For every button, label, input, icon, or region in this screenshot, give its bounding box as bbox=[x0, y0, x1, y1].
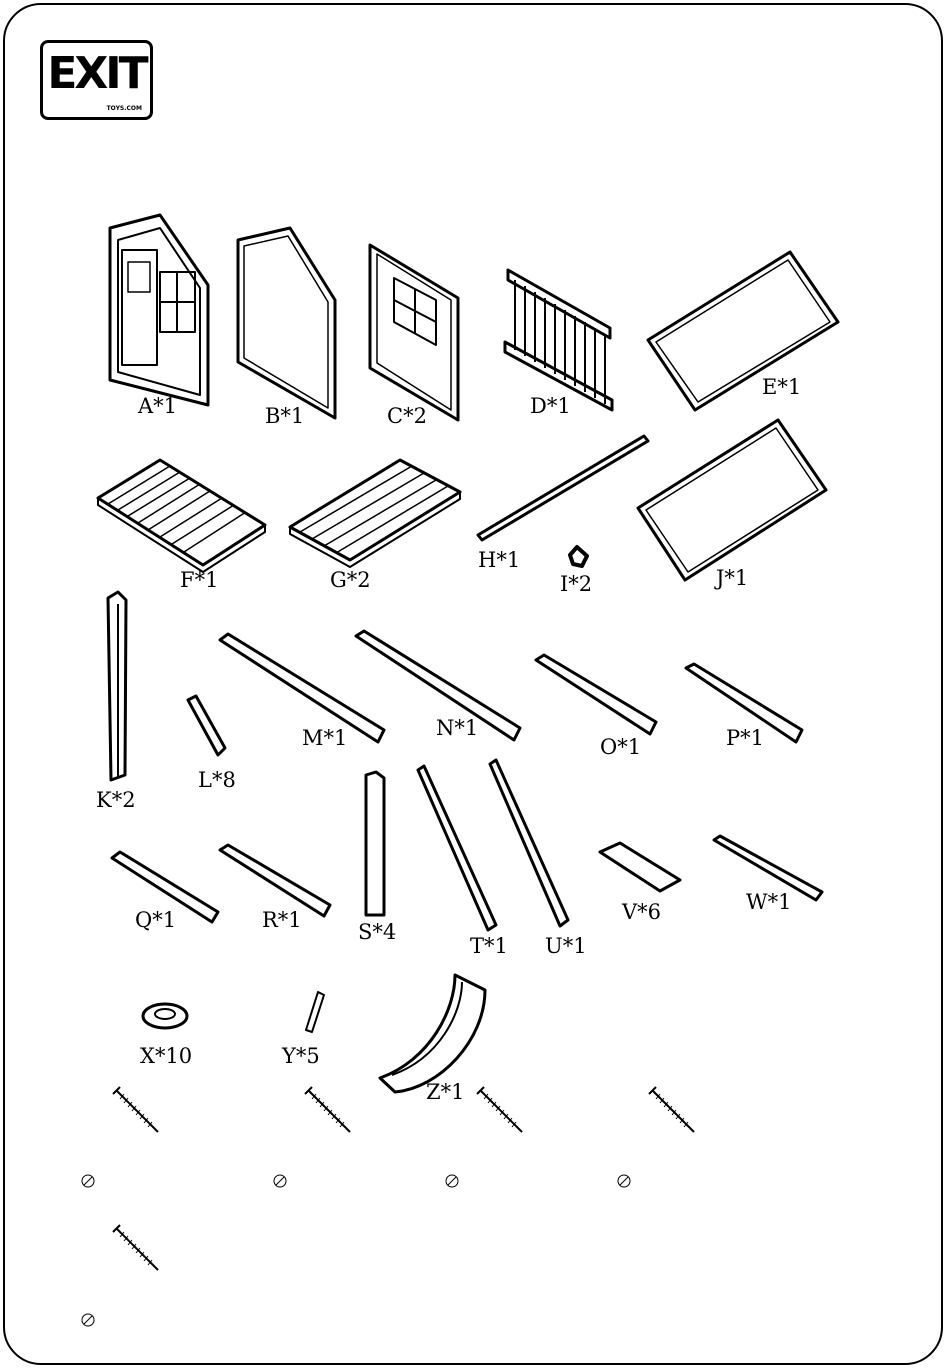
part-k-post bbox=[108, 592, 126, 780]
part-g-floor-section bbox=[290, 460, 460, 567]
screw-icon bbox=[477, 1087, 522, 1132]
label-part-v: V*6 bbox=[622, 900, 661, 924]
label-part-u: U*1 bbox=[545, 934, 587, 958]
label-part-a: A*1 bbox=[138, 394, 177, 418]
part-i-clip bbox=[570, 547, 587, 566]
part-j-roof-panel bbox=[638, 420, 826, 580]
part-t-ladder-side bbox=[418, 766, 496, 930]
part-f-floor bbox=[98, 460, 265, 572]
label-part-h: H*1 bbox=[478, 548, 520, 572]
label-part-c: C*2 bbox=[387, 404, 427, 428]
part-a-front-wall bbox=[110, 215, 208, 405]
screw-icon bbox=[649, 1087, 694, 1132]
part-c-side-wall bbox=[370, 245, 458, 420]
label-part-q: Q*1 bbox=[135, 908, 176, 932]
label-part-k: K*2 bbox=[96, 788, 136, 812]
part-h-long-rail bbox=[478, 436, 648, 540]
screw-head-icon bbox=[618, 1175, 630, 1187]
label-part-r: R*1 bbox=[262, 908, 302, 932]
part-d-railing bbox=[505, 270, 612, 410]
part-x-knob bbox=[143, 1004, 187, 1028]
label-part-p: P*1 bbox=[726, 726, 764, 750]
part-o-beam bbox=[536, 655, 656, 734]
screw-head-icon bbox=[82, 1175, 94, 1187]
label-part-f: F*1 bbox=[180, 568, 218, 592]
label-part-s: S*4 bbox=[358, 920, 396, 944]
label-part-z: Z*1 bbox=[426, 1080, 464, 1104]
label-part-e: E*1 bbox=[762, 375, 801, 399]
label-part-m: M*1 bbox=[302, 726, 347, 750]
part-l-block bbox=[188, 696, 225, 755]
screw-icon bbox=[113, 1225, 158, 1270]
part-s-post bbox=[366, 772, 384, 915]
label-part-i: I*2 bbox=[560, 572, 592, 596]
part-e-roof-panel bbox=[648, 252, 838, 410]
part-z-slide bbox=[380, 975, 485, 1092]
screw-head-icon bbox=[446, 1175, 458, 1187]
label-part-t: T*1 bbox=[470, 934, 508, 958]
screw-icon bbox=[305, 1087, 350, 1132]
screw-head-icon bbox=[274, 1175, 286, 1187]
part-v-step bbox=[600, 843, 680, 891]
screw-head-icon bbox=[82, 1314, 94, 1326]
label-part-d: D*1 bbox=[530, 394, 571, 418]
label-part-j: J*1 bbox=[716, 566, 748, 590]
label-part-n: N*1 bbox=[436, 716, 478, 740]
label-part-g: G*2 bbox=[330, 568, 371, 592]
part-u-ladder bbox=[490, 760, 568, 926]
screw-icon bbox=[113, 1087, 158, 1132]
label-part-w: W*1 bbox=[746, 890, 791, 914]
part-b-back-wall bbox=[238, 228, 335, 418]
part-y-dowel bbox=[306, 992, 324, 1032]
label-part-b: B*1 bbox=[265, 404, 304, 428]
label-part-y: Y*5 bbox=[282, 1044, 320, 1068]
label-part-o: O*1 bbox=[600, 735, 641, 759]
label-part-l: L*8 bbox=[198, 768, 236, 792]
part-r-beam bbox=[220, 845, 330, 916]
label-part-x: X*10 bbox=[140, 1044, 192, 1068]
